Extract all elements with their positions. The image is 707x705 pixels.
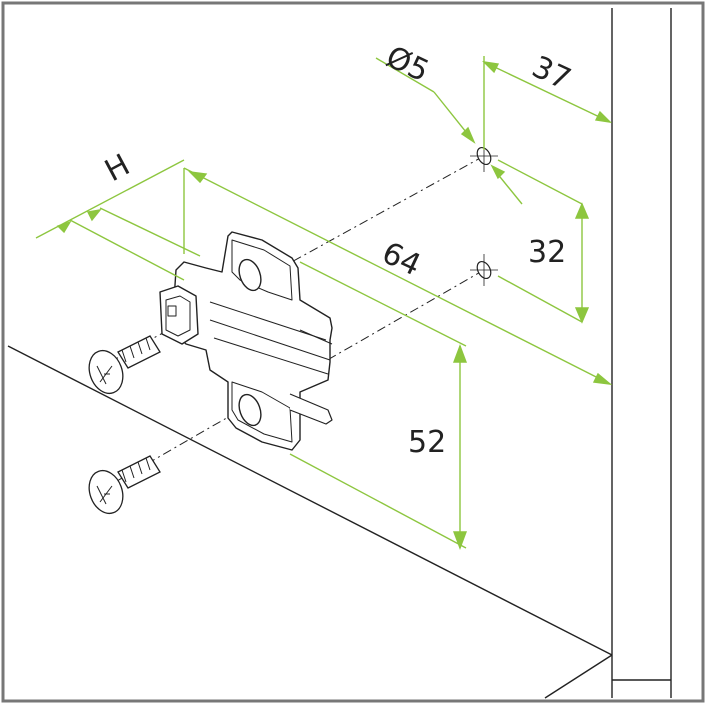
height-label: H [99,148,135,189]
screw-spacing-label: 52 [408,425,446,460]
drill-hole [470,254,498,286]
euro-screw [88,335,161,395]
plate-length-label: 64 [377,236,426,284]
diameter-label: Ø5 [381,40,434,90]
hole-spacing-label: 32 [528,235,566,270]
top-offset-label: 37 [527,50,576,98]
cabinet-panel [7,8,672,699]
plate-slot-upper [238,258,262,292]
drill-hole [470,140,498,172]
plate-slot-lower [238,393,262,427]
euro-screw [88,455,161,515]
mounting-plate [159,231,333,451]
dimension-lines [35,56,613,550]
